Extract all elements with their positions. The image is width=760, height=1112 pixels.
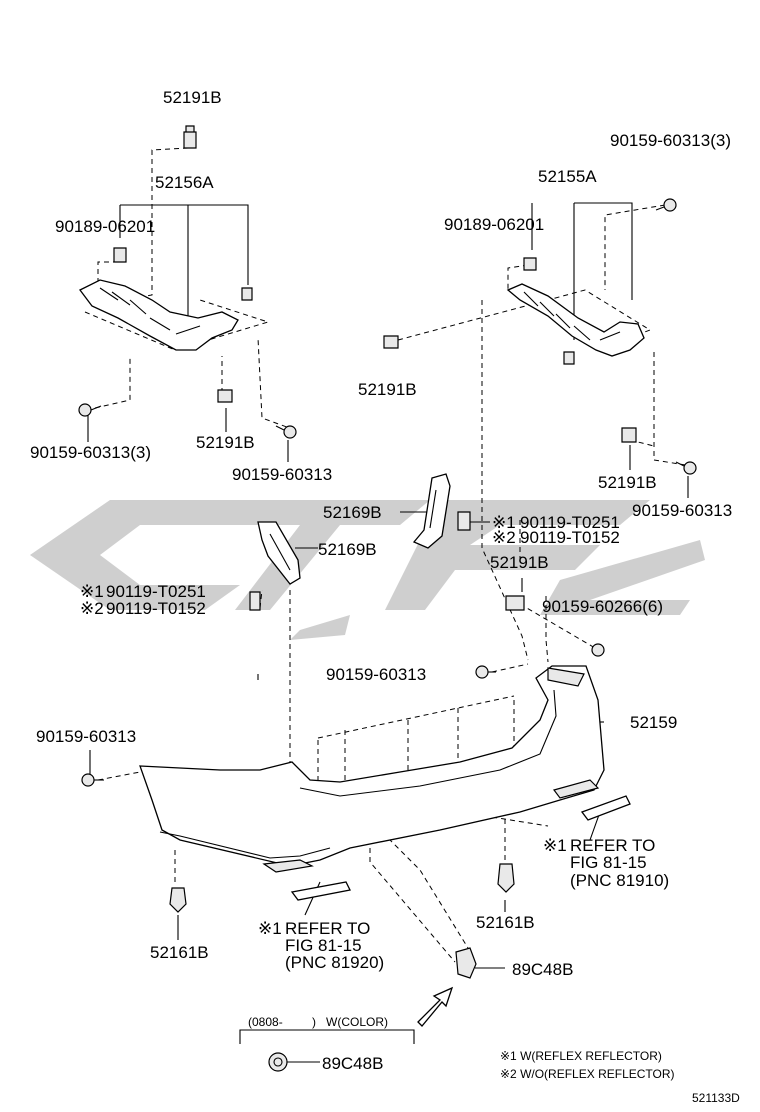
clip-52191b-mid-left	[217, 389, 233, 403]
label-90159-mid-left: 90159-60313	[232, 465, 332, 484]
marker-1-right: ※1	[492, 513, 516, 532]
clip-52191b-lower	[505, 595, 525, 611]
bolt-90159-60266	[591, 643, 605, 657]
label-89c48b-color: 89C48B	[322, 1054, 383, 1073]
label-90189-right: 90189-06201	[444, 215, 544, 234]
ref-right-marker: ※1	[543, 836, 567, 855]
color-note-from: (0808-	[248, 1015, 283, 1029]
bolt-90159-top-right	[655, 198, 677, 212]
ref-left-line3: (PNC 81920)	[285, 953, 384, 972]
label-52191b-lower: 52191B	[490, 553, 549, 572]
ref-right-line2: FIG 81-15	[570, 853, 647, 872]
label-52191b-right: 52191B	[598, 473, 657, 492]
label-90119-t0152-left: 90119-T0152	[106, 599, 206, 618]
ref-left-line2: FIG 81-15	[285, 936, 362, 955]
label-90159-far-left: 90159-60313	[36, 727, 136, 746]
label-52191b-top: 52191B	[163, 88, 222, 107]
color-note-to: )	[312, 1015, 316, 1029]
label-90159-left-3: 90159-60313(3)	[30, 443, 151, 462]
label-52161b-right: 52161B	[476, 913, 535, 932]
sensor-89c48b	[455, 947, 477, 979]
watermark-logo	[30, 500, 705, 640]
clip-52191b-mid	[383, 335, 399, 349]
bolt-90159-center	[475, 665, 496, 679]
label-90119-t0251-left: 90119-T0251	[106, 582, 206, 601]
ref-right-line1: REFER TO	[570, 836, 655, 855]
label-52161b-left: 52161B	[150, 943, 209, 962]
marker-2-right: ※2	[492, 528, 516, 547]
left-bracket-52156a	[79, 279, 239, 351]
ref-left-marker: ※1	[258, 919, 282, 938]
bolt-90159-far-left	[81, 773, 104, 787]
bolt-90159-left	[78, 403, 102, 417]
label-52191b-mid-left: 52191B	[196, 433, 255, 452]
screw-90119-right	[457, 511, 471, 531]
nut-90189-right	[523, 257, 537, 271]
label-90119-t0152-right: 90119-T0152	[520, 528, 620, 547]
retainer-52169b-right	[412, 473, 451, 549]
reflector-left	[290, 881, 351, 901]
label-89c48b: 89C48B	[512, 960, 573, 979]
clip-52191b-top	[183, 125, 197, 149]
screw-90119-left	[249, 591, 261, 611]
legend-note-1: ※1 W(REFLEX REFLECTOR)	[500, 1049, 662, 1063]
label-90189-left: 90189-06201	[55, 217, 155, 236]
pin-52161b-left	[169, 887, 187, 913]
label-leaders	[87, 202, 689, 1063]
color-note-w: W(COLOR)	[326, 1015, 388, 1029]
label-90159-right-3: 90159-60313(3)	[610, 131, 731, 150]
square-clip-right	[563, 351, 575, 365]
label-52159: 52159	[630, 713, 677, 732]
label-52169b-right: 52169B	[323, 503, 382, 522]
bumper-cover-52159	[139, 665, 605, 873]
color-bracket	[239, 1029, 415, 1044]
reflector-right	[580, 795, 631, 821]
nut-90189-left	[113, 247, 127, 263]
label-90159-right: 90159-60313	[632, 501, 732, 520]
pin-52161b-right	[497, 863, 515, 893]
label-52191b-center: 52191B	[358, 380, 417, 399]
figure-id: 521133D	[692, 1091, 740, 1105]
marker-1-left: ※1	[80, 582, 104, 601]
square-clip-left	[241, 287, 253, 301]
legend-note-2: ※2 W/O(REFLEX REFLECTOR)	[500, 1067, 675, 1081]
ref-left-line1: REFER TO	[285, 919, 370, 938]
marker-2-left: ※2	[80, 599, 104, 618]
label-90159-center: 90159-60313	[326, 665, 426, 684]
bolt-90159-right	[675, 461, 697, 475]
sensor-89c48b-color	[268, 1052, 288, 1072]
label-52155a: 52155A	[538, 167, 597, 186]
label-90119-t0251-right: 90119-T0251	[520, 513, 620, 532]
label-52156a: 52156A	[155, 173, 214, 192]
labels: 52191B 52156A 90189-06201 90159-60313(3)…	[30, 88, 740, 1105]
arrow-icon	[417, 986, 454, 1027]
label-52169b-left: 52169B	[318, 540, 377, 559]
clip-52191b-right	[621, 427, 637, 443]
label-90159-60266: 90159-60266(6)	[542, 597, 663, 616]
ref-right-line3: (PNC 81910)	[570, 871, 669, 890]
bolt-90159-mid-left	[275, 425, 297, 439]
retainer-52169b-left	[257, 521, 301, 585]
right-bracket-52155a	[506, 283, 645, 357]
